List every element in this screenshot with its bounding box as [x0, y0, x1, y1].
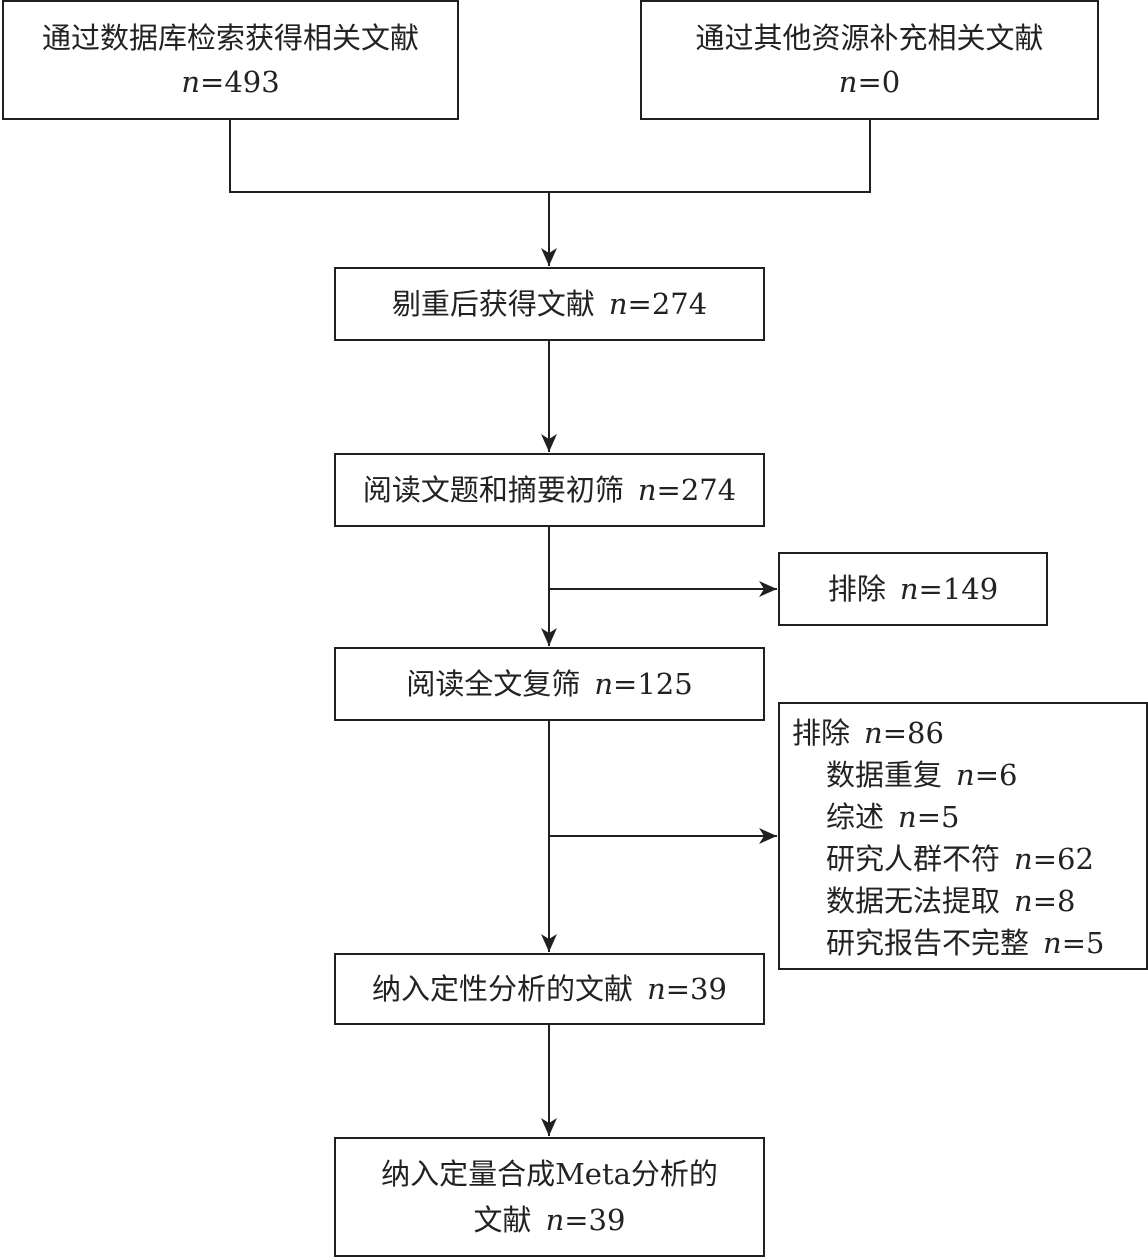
dedup-count: =274 — [627, 286, 708, 321]
meta-analysis-count: =39 — [564, 1203, 626, 1237]
fulltext-label: 阅读全文复筛 — [406, 666, 581, 701]
other-sources-label: 通过其他资源补充相关文献 — [695, 20, 1044, 55]
fulltext-count: =125 — [613, 666, 693, 701]
exclude-1-count: =149 — [918, 571, 999, 606]
other-sources-count: n=0 — [838, 65, 901, 99]
title-abstract-label: 阅读文题和摘要初筛 — [362, 472, 624, 507]
dedup-label: 剔重后获得文献 — [391, 286, 595, 321]
other-sources-box: 通过其他资源补充相关文献 n=0 — [640, 0, 1099, 120]
meta-analysis-label-2: 文献 — [473, 1203, 532, 1237]
meta-analysis-label: 纳入定量合成Meta分析的 — [381, 1156, 718, 1191]
database-search-label: 通过数据库检索获得相关文献 — [41, 20, 419, 55]
qualitative-count: =39 — [665, 971, 727, 1006]
database-search-count: n=493 — [181, 65, 280, 99]
database-search-box: 通过数据库检索获得相关文献 n=493 — [2, 0, 459, 120]
merge-connector — [229, 118, 871, 193]
title-abstract-count: =274 — [656, 472, 737, 507]
exclude-1-label: 排除 — [827, 571, 886, 606]
qualitative-label: 纳入定性分析的文献 — [372, 971, 634, 1006]
